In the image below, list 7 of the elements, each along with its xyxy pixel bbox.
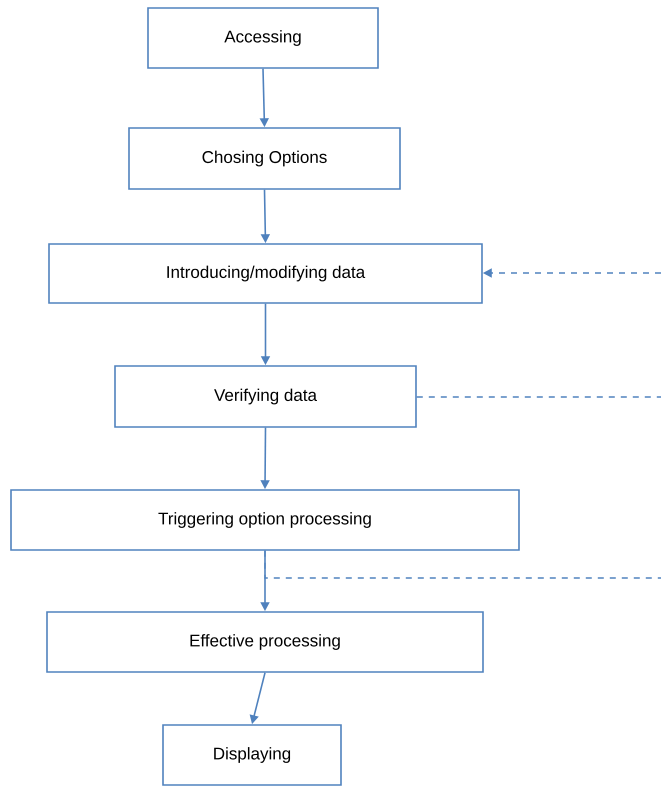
process-box: Chosing Options (128, 127, 401, 190)
process-box: Displaying (162, 724, 342, 786)
process-box: Triggering option processing (10, 489, 520, 551)
process-box: Verifying data (114, 365, 417, 428)
process-box: Effective processing (46, 611, 484, 673)
process-box: Accessing (147, 7, 379, 69)
process-box: Introducing/modifying data (48, 243, 483, 304)
